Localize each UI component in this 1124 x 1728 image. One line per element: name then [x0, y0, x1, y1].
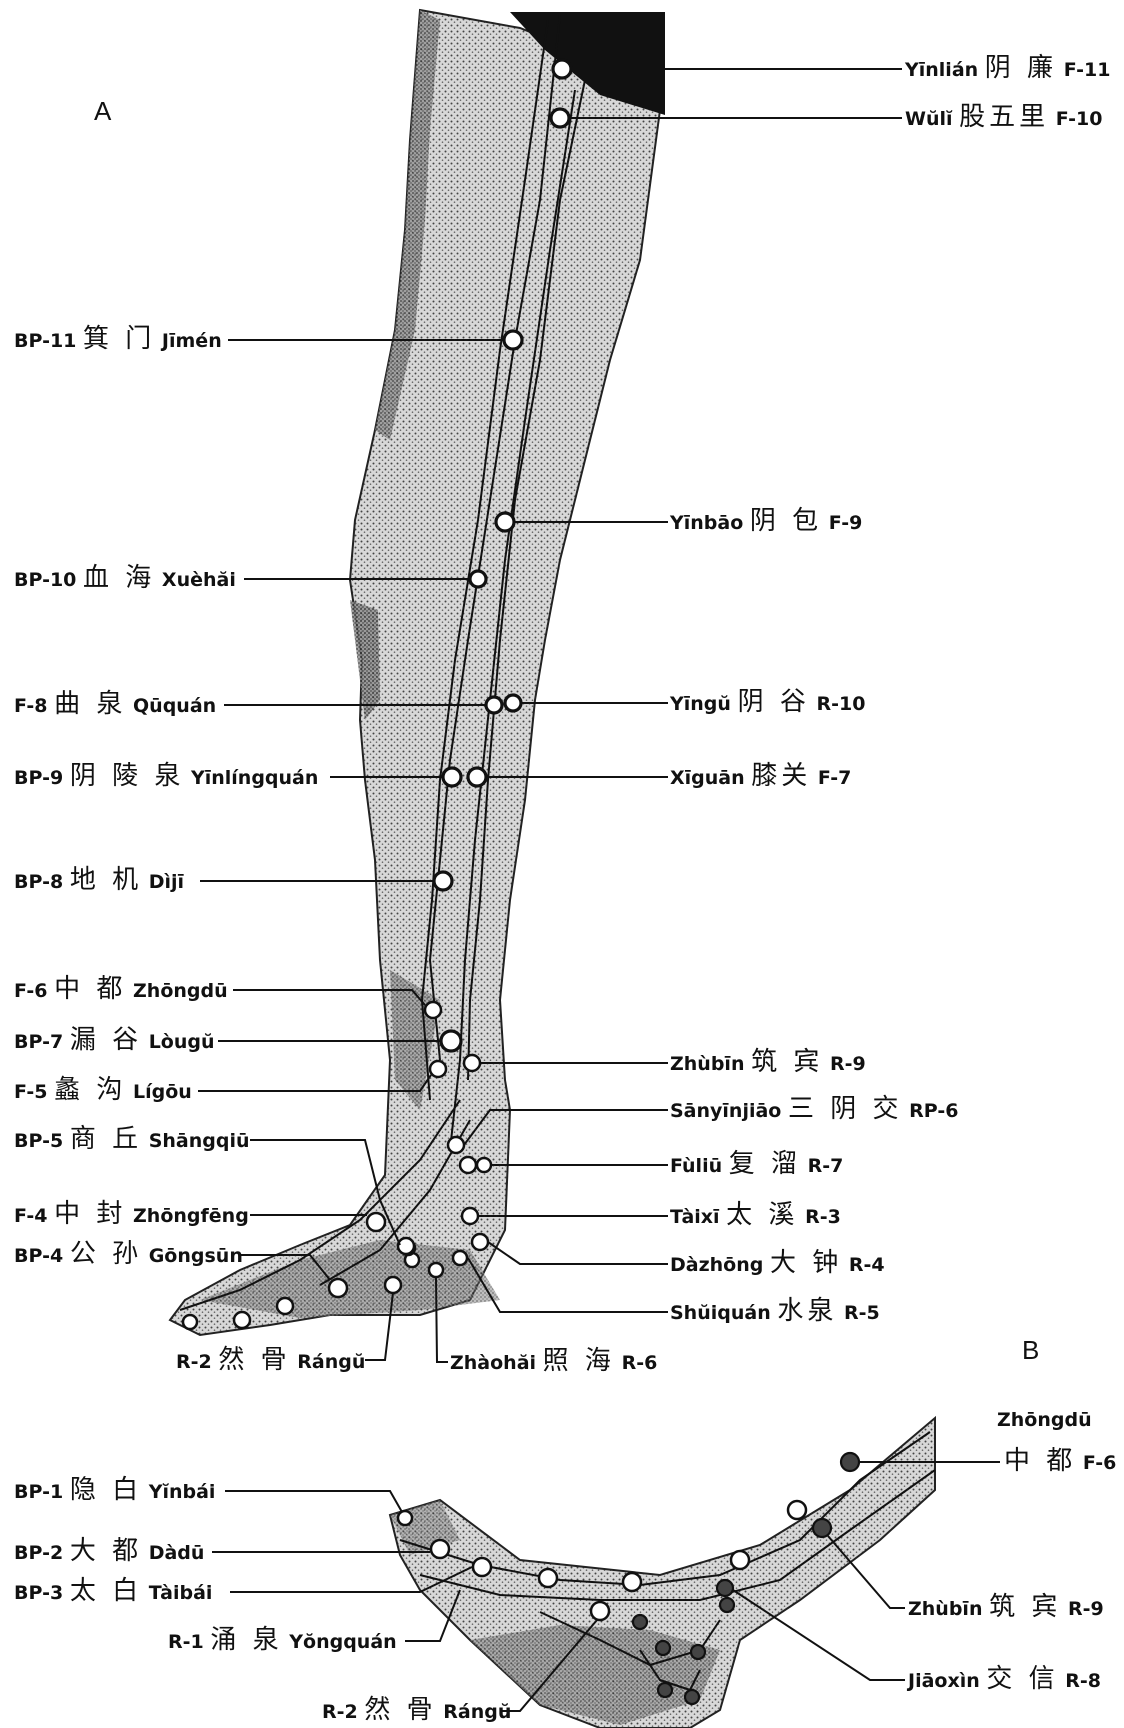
point-b-sole2 — [685, 1690, 699, 1704]
point-yinlingquan — [443, 768, 461, 786]
label-shuiquan: Shŭiquán 水泉 R-5 — [670, 1300, 880, 1324]
label-ligou: F-5 蠡 沟 Lígōu — [14, 1079, 192, 1103]
panel-label-b: B — [1022, 1335, 1039, 1366]
point-yinbao — [496, 513, 514, 531]
label-dadu: BP-2 大 都 Dàdū — [14, 1540, 204, 1564]
label-rangu: R-2 然 骨 Rángŭ — [176, 1349, 365, 1373]
point-fuliu-b — [477, 1158, 491, 1172]
point-ligou-b — [788, 1501, 806, 1519]
point-taibai — [473, 1558, 491, 1576]
label-zhongdu: F-6 中 都 Zhōngdū — [14, 978, 228, 1002]
point-zhongfeng — [367, 1213, 385, 1231]
point-shangqiu-b — [623, 1573, 641, 1591]
point-ququan — [486, 697, 502, 713]
label-zhubin: Zhùbīn 筑 宾 R-9 — [670, 1051, 866, 1075]
label-ququan: F-8 曲 泉 Qūquán — [14, 693, 216, 717]
label-zhaohai: Zhàohăi 照 海 R-6 — [450, 1350, 657, 1374]
point-dadu — [431, 1540, 449, 1558]
point-dazhong-b — [453, 1251, 467, 1265]
label-jimen: BP-11 箕 门 Jīmén — [14, 328, 222, 352]
point-gongsun-b — [539, 1569, 557, 1587]
point-ligou — [430, 1061, 446, 1077]
point-zhubin — [464, 1055, 480, 1071]
point-gongsun — [329, 1279, 347, 1297]
point-zhongdu-b — [841, 1453, 859, 1471]
label-yinbai: BP-1 隐 白 Yĭnbái — [14, 1479, 215, 1503]
label-taibai: BP-3 太 白 Tàibái — [14, 1580, 212, 1604]
label-yingu: Yīngŭ 阴 谷 R-10 — [670, 691, 865, 715]
label-shangqiu: BP-5 商 丘 Shāngqiū — [14, 1128, 250, 1152]
label-zhongdu-b: 中 都 F-6 — [1004, 1450, 1116, 1474]
point-zhongfeng-b2 — [731, 1551, 749, 1569]
label-zhongdu-b-top: Zhōngdū — [997, 1409, 1092, 1431]
label-zhubin-b: Zhùbīn 筑 宾 R-9 — [908, 1596, 1104, 1620]
label-sanyinjiao: Sānyīnjiāo 三 阴 交 RP-6 — [670, 1098, 958, 1122]
point-fuliu — [460, 1157, 476, 1173]
point-xiguan — [468, 768, 486, 786]
label-lougu: BP-7 漏 谷 Lòugŭ — [14, 1029, 215, 1053]
label-xuehai: BP-10 血 海 Xuèhăi — [14, 567, 236, 591]
point-rangu — [385, 1277, 401, 1293]
label-wuli: Wŭlĭ 股五里 F-10 — [905, 106, 1103, 130]
label-zhongfeng: F-4 中 封 Zhōngfēng — [14, 1203, 249, 1227]
point-rangu-b — [591, 1602, 609, 1620]
point-jiaoxin — [717, 1580, 733, 1596]
point-wuli — [551, 109, 569, 127]
point-taibai-a — [277, 1298, 293, 1314]
label-jiaoxin: Jiāoxìn 交 信 R-8 — [908, 1668, 1101, 1692]
point-shuiquan-b — [656, 1641, 670, 1655]
label-fuliu: Fùliū 复 溜 R-7 — [670, 1153, 843, 1177]
point-yingu — [505, 695, 521, 711]
label-taixi: Tàixī 太 溪 R-3 — [670, 1204, 841, 1228]
point-xuehai — [470, 571, 486, 587]
label-diji: BP-8 地 机 Dìjī — [14, 869, 184, 893]
point-jimen — [504, 331, 522, 349]
panel-label-a: A — [94, 96, 111, 127]
point-lougu — [441, 1031, 461, 1051]
knee-shadow — [350, 600, 380, 720]
point-zhongfeng-b — [398, 1238, 414, 1254]
point-zhongdu — [425, 1002, 441, 1018]
point-yinbai-a — [183, 1315, 197, 1329]
point-diji — [434, 872, 452, 890]
point-zhubin-b — [813, 1519, 831, 1537]
label-yinlingquan: BP-9 阴 陵 泉 Yīnlíngquán — [14, 765, 318, 789]
point-b-sole1 — [658, 1683, 672, 1697]
label-rangu-b: R-2 然 骨 Rángŭ — [322, 1699, 511, 1723]
label-xiguan: Xīguān 膝关 F-7 — [670, 765, 851, 789]
point-zhaohai — [429, 1263, 443, 1277]
point-dazhong-b2 — [691, 1645, 705, 1659]
label-yinlian: Yīnlián 阴 廉 F-11 — [905, 57, 1110, 81]
label-yinbao: Yīnbāo 阴 包 F-9 — [670, 510, 862, 534]
point-sanyinjiao — [448, 1137, 464, 1153]
point-yinbai — [398, 1511, 412, 1525]
point-taixi-b — [720, 1598, 734, 1612]
point-zhaohai-b2 — [633, 1615, 647, 1629]
label-dazhong: Dàzhōng 大 钟 R-4 — [670, 1252, 885, 1276]
label-gongsun: BP-4 公 孙 Gōngsūn — [14, 1243, 243, 1267]
point-dadu-a — [234, 1312, 250, 1328]
label-yongquan: R-1 涌 泉 Yŏngquán — [168, 1629, 397, 1653]
point-dazhong — [472, 1234, 488, 1250]
point-yinlian — [553, 60, 571, 78]
point-taixi — [462, 1208, 478, 1224]
